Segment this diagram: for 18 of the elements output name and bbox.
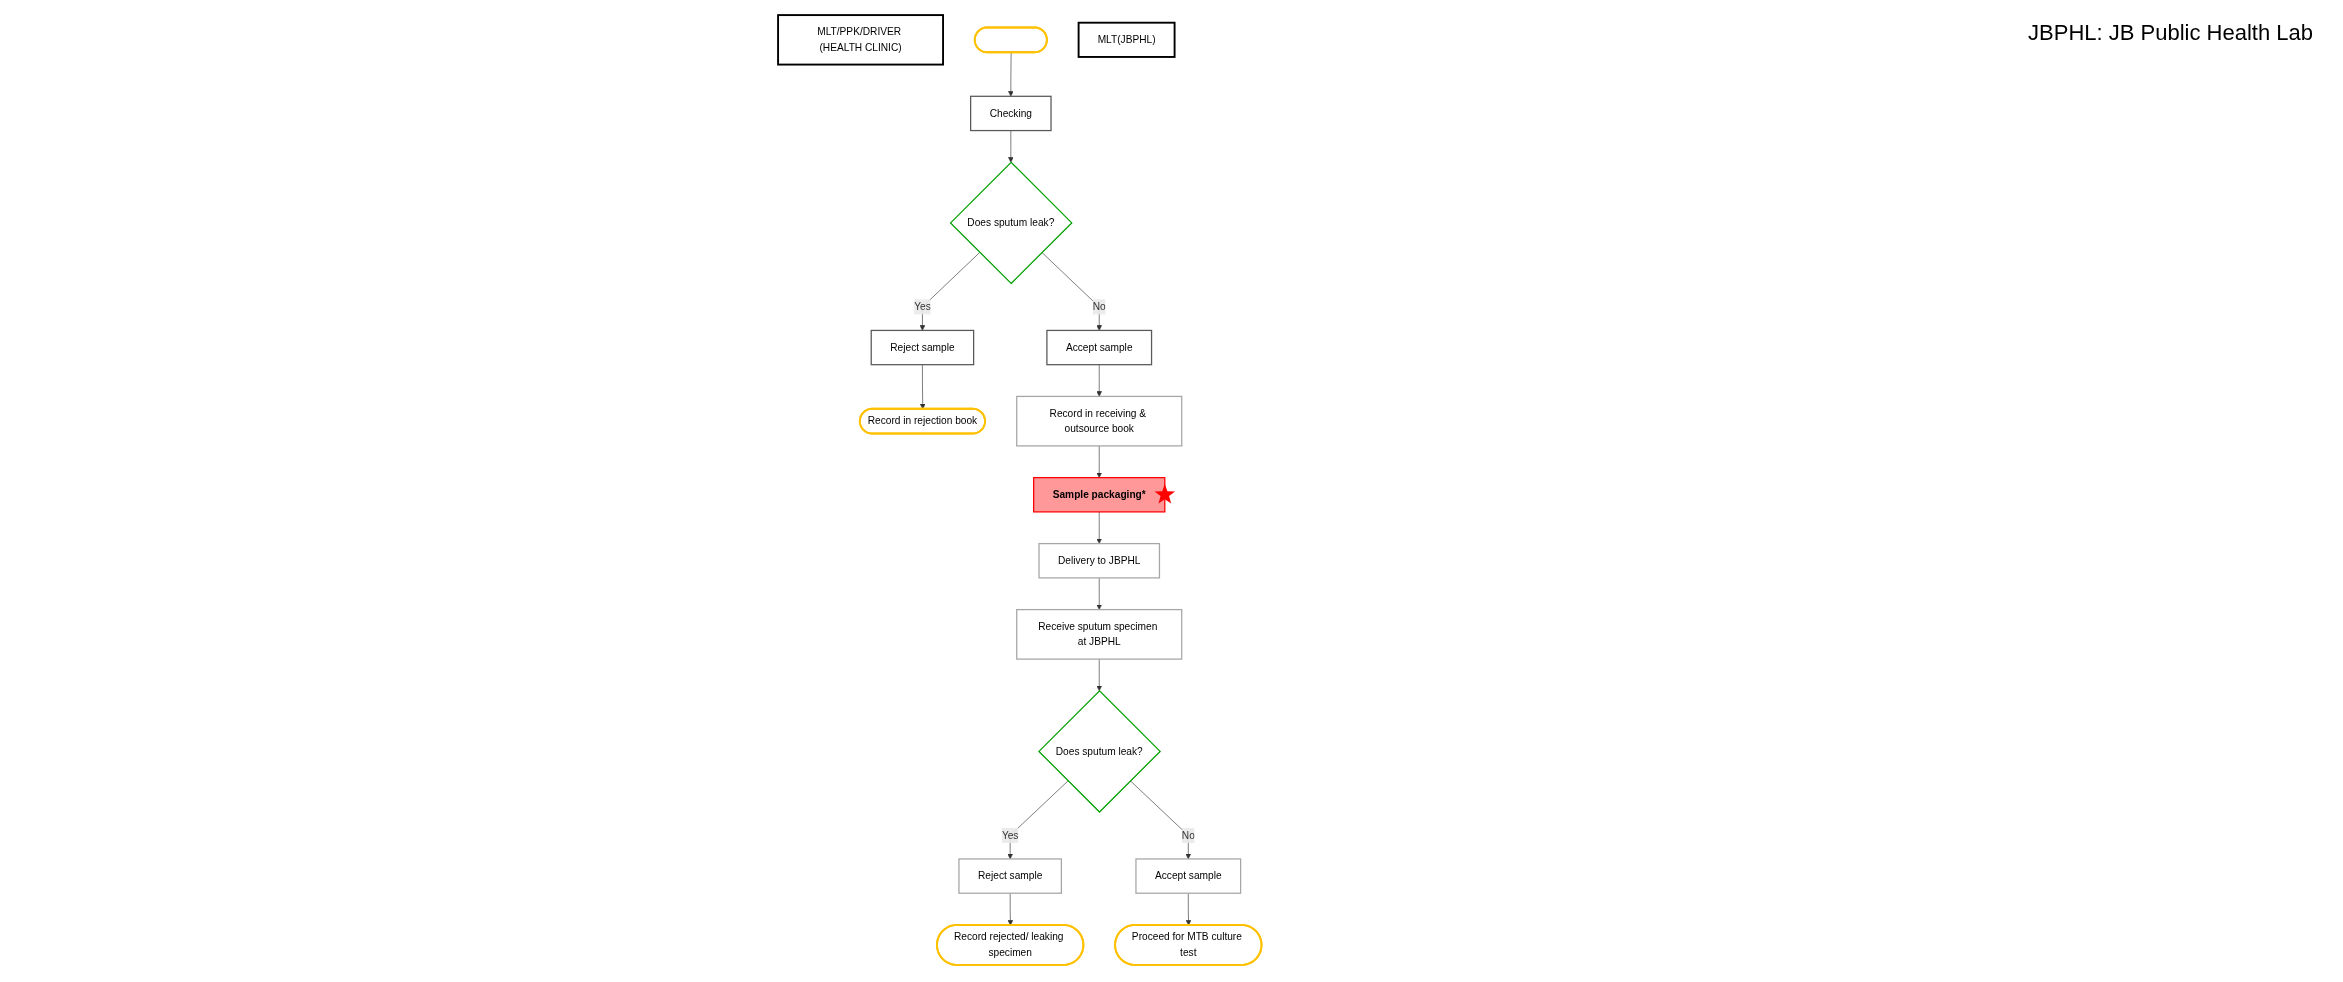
node-box: Accept sample — [1046, 329, 1153, 366]
node-diamond: Does sputum leak? — [1038, 689, 1162, 813]
abbreviation-note: JBPHL: JB Public Health Lab — [2028, 20, 2313, 46]
edge-label: No — [1182, 829, 1195, 841]
node-box: Receive sputum specimen at JBPHL — [1016, 608, 1183, 660]
edge-label: Yes — [1002, 829, 1019, 841]
node-box: Reject sample — [870, 329, 975, 366]
node-box: Accept sample — [1135, 858, 1242, 894]
node-box: MLT/PPK/DRIVER (HEALTH CLINIC) — [777, 14, 945, 66]
node-box: Delivery to JBPHL — [1038, 543, 1161, 579]
node-box: Record in receiving & outsource book — [1016, 395, 1183, 447]
edge-label: No — [1092, 301, 1106, 313]
node-box: Reject sample — [958, 858, 1063, 894]
node-box: Checking — [970, 95, 1052, 132]
node-box: MLT(JBPHL) — [1077, 21, 1176, 58]
node-diamond: Does sputum leak? — [949, 161, 1073, 285]
edge-label: Yes — [914, 301, 931, 313]
node-box: Sample packaging* — [1033, 477, 1166, 513]
